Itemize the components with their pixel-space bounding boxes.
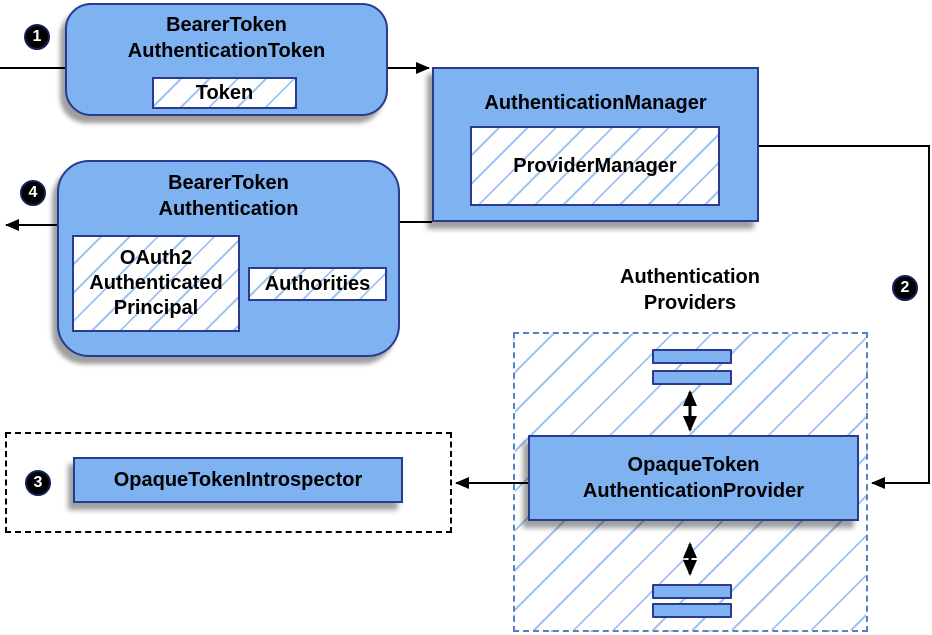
step-2-badge: 2 [892,275,918,301]
bearer-token-authentication-token-title: BearerToken AuthenticationToken [127,14,326,62]
step-2-number: 2 [900,279,910,296]
provider-placeholder-bar [652,370,732,385]
step-3-badge: 3 [25,470,51,496]
opaque-token-introspector-label: OpaqueTokenIntrospector [113,469,363,491]
provider-placeholder-bar [652,584,732,599]
provider-placeholder-bar [652,349,732,364]
authorities-label: Authorities [264,272,371,295]
step-4-badge: 4 [20,180,46,206]
bearer-token-authentication-node: BearerToken Authentication OAuth2 Authen… [57,160,400,357]
bearer-token-authentication-title: BearerToken Authentication [158,172,299,220]
provider-manager-box: ProviderManager [470,126,720,206]
step-4-number: 4 [28,184,38,201]
opaque-token-authentication-provider-label: OpaqueToken AuthenticationProvider [582,454,805,502]
oauth2-authenticated-principal-box: OAuth2 Authenticated Principal [72,235,240,332]
token-box: Token [152,77,297,109]
opaque-token-authentication-provider-node: OpaqueToken AuthenticationProvider [528,435,859,521]
step-3-number: 3 [33,474,43,491]
step-1-number: 1 [32,28,42,45]
provider-manager-label: ProviderManager [513,154,677,177]
opaque-token-introspector-node: OpaqueTokenIntrospector [73,457,403,503]
provider-placeholder-bar [652,603,732,618]
token-label: Token [195,81,254,104]
authentication-manager-node: AuthenticationManager ProviderManager [432,67,759,222]
bearer-token-authentication-token-node: BearerToken AuthenticationToken Token [65,3,388,116]
authorities-box: Authorities [248,267,387,301]
authentication-manager-title: AuthenticationManager [484,92,707,114]
authentication-providers-title: Authentication Providers [620,266,760,314]
oauth2-authenticated-principal-label: OAuth2 Authenticated Principal [89,247,223,319]
step-1-badge: 1 [24,24,50,50]
